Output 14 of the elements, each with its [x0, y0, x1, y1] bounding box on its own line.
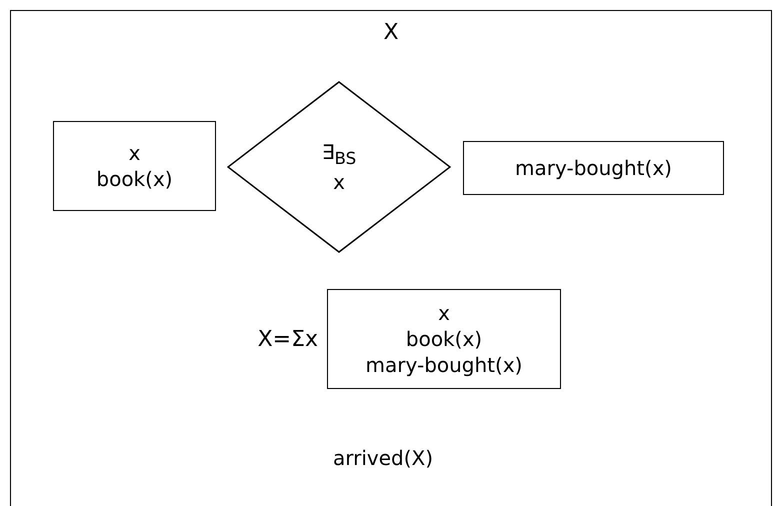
drs-condition: mary-bought(x) — [366, 352, 522, 378]
drs-referent: X — [383, 19, 399, 47]
drs-condition: arrived(X) — [333, 445, 434, 471]
drs-condition: x — [333, 169, 345, 196]
drs-condition: x — [438, 300, 450, 326]
drs-condition: mary-bought(x) — [515, 155, 672, 181]
drs-condition: book(x) — [406, 326, 482, 352]
drs-box — [463, 141, 724, 195]
drs-condition: book(x) — [96, 166, 173, 192]
equation-text: X=Σx — [258, 326, 318, 354]
drs-outer-box — [10, 10, 772, 506]
drs-condition: ∃$_{BS}$ — [322, 138, 356, 170]
drs-condition: x — [128, 140, 140, 166]
drs-box — [53, 121, 216, 211]
